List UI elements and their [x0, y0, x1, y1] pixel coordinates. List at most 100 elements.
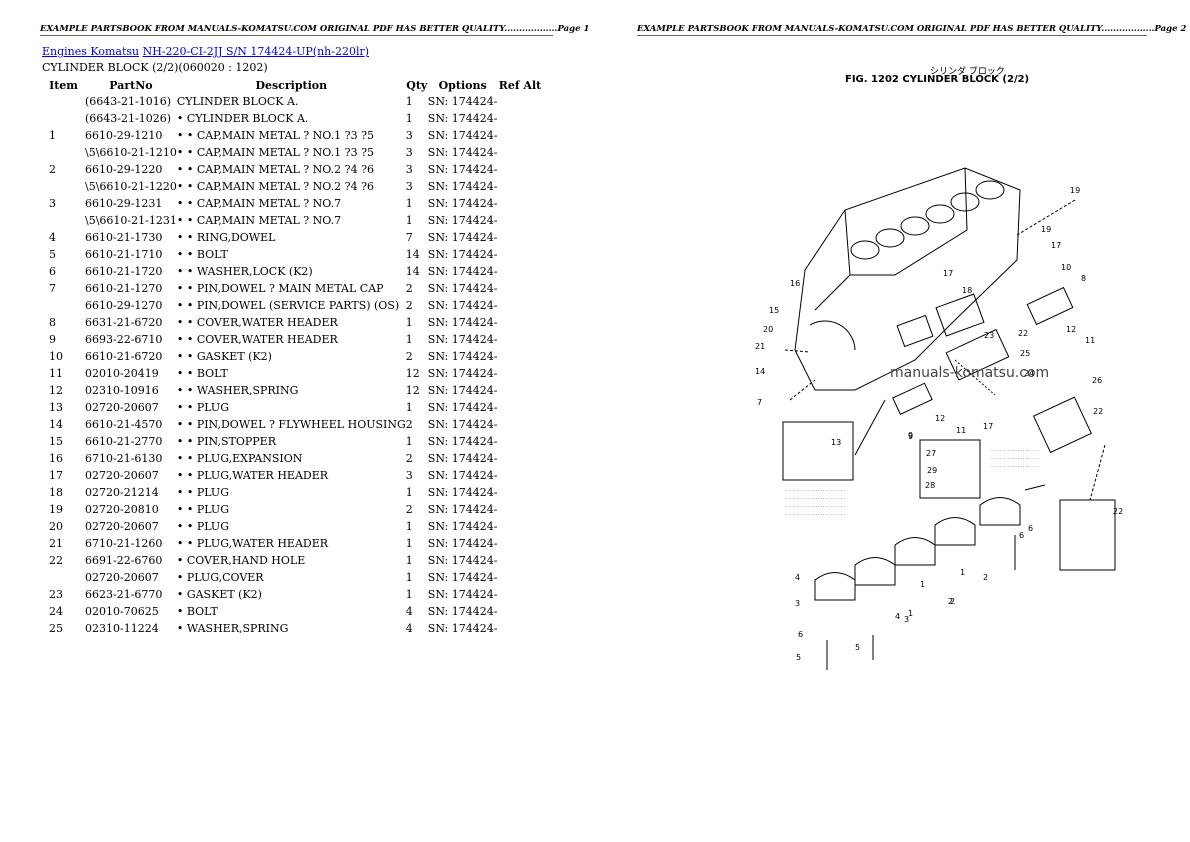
cell-refalt: [497, 229, 542, 246]
cell-options: SN: 174424-: [427, 418, 498, 431]
header-partno: PartNo: [109, 78, 153, 92]
cell-refalt: [497, 603, 542, 620]
leader-4: [1024, 484, 1046, 491]
cell-refalt: [497, 178, 542, 195]
cell-qty: 2: [405, 418, 413, 431]
callout-label: 22: [1018, 329, 1028, 338]
header-description: Description: [255, 78, 328, 92]
callout-label: 16: [790, 279, 800, 288]
cell-item: 23: [49, 588, 63, 601]
cell-item: 14: [49, 418, 63, 431]
cell-refalt: [497, 348, 542, 365]
cell-partno: 6610-21-2770: [85, 435, 163, 448]
cell-item: 16: [49, 452, 63, 465]
cell-refalt: [497, 195, 542, 212]
serial-note-right-2: · · · · · · · · · · · · · · · · · · · ·: [990, 456, 1040, 461]
cell-description: • • PIN,DOWEL ? FLYWHEEL HOUSING: [176, 418, 406, 431]
cell-options: SN: 174424-: [427, 435, 498, 448]
cell-refalt: [497, 382, 542, 399]
cell-item: 12: [49, 384, 63, 397]
table-row: \5\6610-21-1231• • CAP,MAIN METAL ? NO.7…: [42, 212, 542, 229]
callout-label: 17: [1051, 241, 1061, 250]
cell-qty: 2: [405, 350, 413, 363]
cell-options: SN: 174424-: [427, 384, 498, 397]
cell-partno: 6631-21-6720: [85, 316, 163, 329]
long-bolt: [854, 399, 886, 456]
callout-label: 21: [755, 342, 765, 351]
cell-options: SN: 174424-: [427, 554, 498, 567]
serial-note-right: · · · · · · · · · · · · · · · · · · · ·: [990, 448, 1040, 453]
callout-label: 6: [798, 630, 803, 639]
cell-options: SN: 174424-: [427, 401, 498, 414]
breadcrumb-link-engines[interactable]: Engines Komatsu: [42, 45, 140, 58]
cell-description: • • CAP,MAIN METAL ? NO.7: [176, 214, 342, 227]
cell-refalt: [497, 450, 542, 467]
callout-label: 23: [984, 331, 994, 340]
watermark-text: manuals-komatsu.com: [890, 365, 1050, 381]
cell-partno: \5\6610-21-1231: [85, 214, 177, 227]
cell-item: 8: [49, 316, 56, 329]
table-row: \5\6610-21-1210• • CAP,MAIN METAL ? NO.1…: [42, 144, 542, 161]
cell-partno: 02010-20419: [85, 367, 159, 380]
cell-options: SN: 174424-: [427, 452, 498, 465]
cell-partno: \5\6610-21-1210: [85, 146, 177, 159]
cell-description: • • WASHER,SPRING: [176, 384, 299, 397]
cell-qty: 1: [405, 571, 413, 584]
table-row: 14 6610-21-4570 • • PIN,DOWEL ? FLYWHEEL H…: [42, 416, 542, 433]
cell-refalt: [497, 280, 542, 297]
left-page-banner: EXAMPLE PARTSBOOK FROM MANUALS-KOMATSU.C…: [40, 24, 590, 34]
header-refalt: Ref Alt: [498, 78, 542, 92]
cell-refalt: [497, 365, 542, 382]
bore-3: [900, 216, 930, 236]
cell-item: 5: [49, 248, 56, 261]
cell-partno: 02010-70625: [85, 605, 159, 618]
cell-options: SN: 174424-: [427, 469, 498, 482]
cell-description: • WASHER,SPRING: [176, 622, 289, 635]
cell-qty: 1: [405, 112, 413, 125]
cell-qty: 3: [405, 146, 413, 159]
callout-label: 1: [960, 568, 965, 577]
callout-label: 1: [920, 580, 925, 589]
cell-item: 17: [49, 469, 63, 482]
cell-partno: 02720-20607: [85, 520, 159, 533]
cell-item: 11: [49, 367, 63, 380]
breadcrumb: Engines Komatsu NH-220-CI-2JJ S/N 174424…: [42, 45, 369, 58]
cell-qty: 1: [405, 333, 413, 346]
leader-7: [789, 379, 816, 401]
left-header-rule: [40, 35, 553, 36]
bore-5: [950, 192, 980, 212]
cell-options: SN: 174424-: [427, 605, 498, 618]
block-edge: [814, 209, 851, 311]
callout-label: 6: [1019, 531, 1024, 540]
cell-description: • • PIN,DOWEL (SERVICE PARTS) (OS): [176, 299, 400, 312]
main-cap-3: [814, 572, 856, 601]
cell-qty: 1: [405, 197, 413, 210]
cell-qty: 2: [405, 503, 413, 516]
table-row: 6610-29-1270• • PIN,DOWEL (SERVICE PARTS…: [42, 297, 542, 314]
cell-qty: 1: [405, 554, 413, 567]
cell-description: • • PLUG: [176, 486, 229, 499]
cell-partno: 6610-29-1210: [85, 129, 163, 142]
cell-qty: 1: [405, 486, 413, 499]
breadcrumb-link-model[interactable]: NH-220-CI-2JJ S/N 174424-UP(nh-220lr): [142, 45, 370, 58]
cell-item: 2: [49, 163, 56, 176]
cell-description: • CYLINDER BLOCK A.: [176, 112, 309, 125]
side-panel: [935, 293, 985, 337]
cell-qty: 3: [405, 180, 413, 193]
cell-partno: 6610-21-4570: [85, 418, 163, 431]
callout-label: 4: [795, 573, 800, 582]
cell-item: [42, 297, 85, 314]
main-cap-1: [894, 537, 936, 566]
cell-description: • • PLUG,EXPANSION: [176, 452, 303, 465]
block-outline: [794, 167, 1021, 391]
